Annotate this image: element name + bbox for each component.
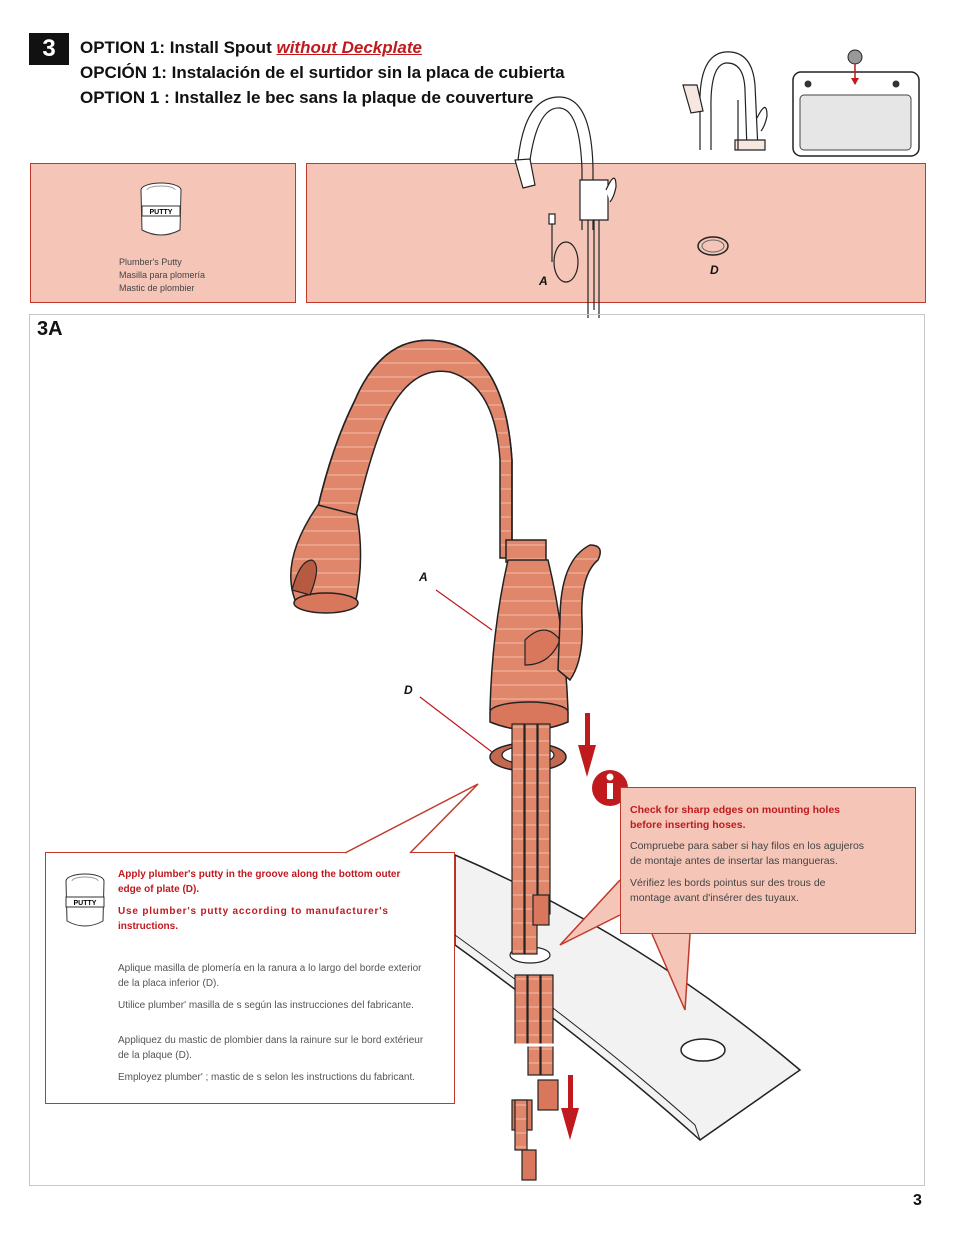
faucet-handle xyxy=(557,544,601,682)
heading-english-emphasis: without Deckplate xyxy=(276,38,422,57)
putty-en-bold1-line2: edge of plate (D). xyxy=(118,884,200,895)
putty-jar-label: PUTTY xyxy=(74,900,97,907)
deck-surface xyxy=(454,853,802,1141)
putty-jar-icon: PUTTY xyxy=(140,182,182,236)
sharp-edges-callout: Check for sharp edges on mounting holes … xyxy=(620,787,916,934)
heading-french: OPTION 1 : Installez le bec sans la plaq… xyxy=(80,88,534,107)
faucet-sprayhead xyxy=(290,504,362,614)
heading-english: OPTION 1: Install Spout without Deckplat… xyxy=(80,38,422,58)
putty-fr-line2: de la plaque (D). xyxy=(118,1050,192,1061)
top-illustrations xyxy=(682,49,920,157)
putty-es-line3: Utilice plumber' masilla de s según las … xyxy=(118,1000,414,1011)
putty-fr-line3: Employez plumber' ; mastic de s selon le… xyxy=(118,1072,416,1083)
heading-spanish: OPCIÓN 1: Instalación de el surtidor sin… xyxy=(80,63,565,82)
page-number: 3 xyxy=(913,1192,922,1209)
supply-hoses xyxy=(511,723,559,1181)
callout-d-label: D xyxy=(404,683,413,697)
info-fr-line2: montage avant d'insérer des tuyaux. xyxy=(630,892,799,904)
info-en-line1: Check for sharp edges on mounting holes xyxy=(630,804,841,816)
putty-jar-icon: PUTTY xyxy=(65,873,105,927)
sink-outline-icon xyxy=(792,49,920,157)
parts-illustration xyxy=(514,96,729,318)
putty-jar-label: PUTTY xyxy=(150,209,173,216)
part-d-label: D xyxy=(710,263,719,277)
putty-en-bold2-line1: Use plumber's putty according to manufac… xyxy=(118,906,389,917)
faucet-part-a-icon xyxy=(514,96,617,318)
caption-en: Plumber's Putty xyxy=(119,257,182,267)
caption-fr: Mastic de plombier xyxy=(119,283,195,293)
insert-down-arrow-icon xyxy=(578,713,596,777)
faucet-outline-small-icon xyxy=(682,51,768,151)
mounting-ring-part-d-icon xyxy=(697,236,729,256)
callout-a-label: A xyxy=(419,570,428,584)
info-es-line2: de montaje antes de insertar las manguer… xyxy=(630,855,838,867)
putty-en-bold1-line1: Apply plumber's putty in the groove alon… xyxy=(118,869,401,880)
putty-es-line1: Aplique masilla de plomería en la ranura… xyxy=(118,963,422,974)
pull-down-arrow-icon xyxy=(561,1075,579,1140)
info-icon xyxy=(592,770,628,806)
info-es-line1: Compruebe para saber si hay filos en los… xyxy=(630,840,865,852)
materials-panel: PUTTY Plumber's Putty Masilla para plome… xyxy=(30,163,296,303)
caption-es: Masilla para plomería xyxy=(119,270,206,280)
heading-english-prefix: OPTION 1: Install Spout xyxy=(80,38,277,57)
figure-label: 3A xyxy=(37,318,63,340)
info-fr-line1: Vérifiez les bords pointus sur des trous… xyxy=(630,877,826,889)
putty-fr-line1: Appliquez du mastic de plombier dans la … xyxy=(118,1035,424,1046)
step-number-badge: 3 xyxy=(29,33,69,65)
figure-frame xyxy=(29,314,925,1186)
part-a-label: A xyxy=(539,274,548,288)
putty-es-line2: de la placa inferior (D). xyxy=(118,978,220,989)
putty-instructions-callout: PUTTY Apply plumber's putty in the groov… xyxy=(45,852,455,1104)
putty-en-bold2-line2: instructions. xyxy=(118,921,179,932)
info-en-line2: before inserting hoses. xyxy=(630,819,746,831)
